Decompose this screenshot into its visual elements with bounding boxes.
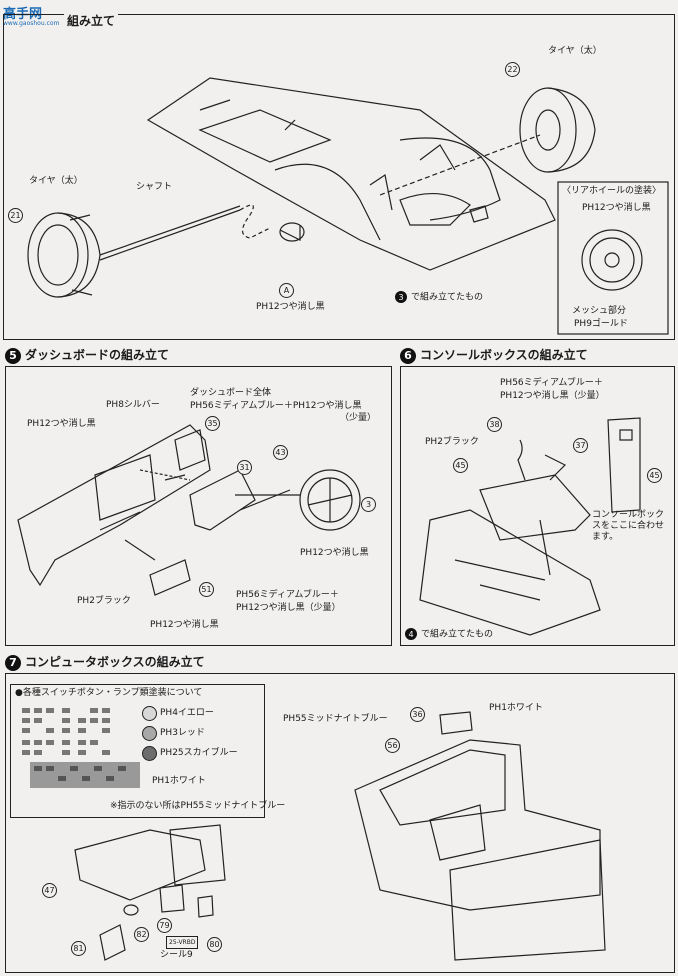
flat-black-label-3: PH12つや消し黒 <box>150 620 219 630</box>
part-79: 79 <box>157 918 172 933</box>
part-21: 21 <box>8 208 23 223</box>
legend-swatch-red <box>142 726 157 741</box>
flat-black-label: PH12つや消し黒 <box>27 419 96 429</box>
dash-whole-label: ダッシュボード全体 <box>190 388 272 398</box>
part-45-left: 45 <box>453 458 468 473</box>
legend-swatch-yellow <box>142 706 157 721</box>
part-22: 22 <box>505 62 520 77</box>
mix-label-2: PH12つや消し黒（少量） <box>236 603 341 613</box>
tire-right-label: タイヤ（太） <box>548 46 602 56</box>
seal-label: シール9 <box>160 950 193 960</box>
part-37: 37 <box>573 438 588 453</box>
step7-panel <box>5 673 675 973</box>
part-80: 80 <box>207 937 222 952</box>
flat-black-label-2: PH12つや消し黒 <box>300 548 369 558</box>
part-81: 81 <box>71 941 86 956</box>
dash-paint-label: PH56ミディアムブルー＋PH12つや消し黒 <box>190 401 362 411</box>
mix-label-1: PH56ミディアムブルー＋ <box>236 590 339 600</box>
legend-yellow: PH4イエロー <box>160 708 214 718</box>
computer-box-drawing <box>74 711 606 961</box>
part-45-right: 45 <box>647 468 662 483</box>
legend-title: ●各種スイッチボタン・ランプ類塗装について <box>15 688 203 698</box>
console-mix-2: PH12つや消し黒（少量） <box>500 391 605 401</box>
step4-panel <box>3 14 675 340</box>
midnight-label: PH55ミッドナイトブルー <box>283 714 388 724</box>
black-label: PH2ブラック <box>77 596 131 606</box>
part-36: 36 <box>410 707 425 722</box>
console-mix-1: PH56ミディアムブルー＋ <box>500 378 603 388</box>
silver-label: PH8シルバー <box>106 400 160 410</box>
tire-left-drawing <box>27 204 305 298</box>
part-47: 47 <box>42 883 57 898</box>
part-31: 31 <box>237 460 252 475</box>
rear-wheel-title: 〈リアホイールの塗装〉 <box>562 186 662 196</box>
white-label-2: PH1ホワイト <box>489 703 543 713</box>
rear-wheel-paint: PH12つや消し黒 <box>582 203 651 213</box>
part-3: 3 <box>361 497 376 512</box>
step6-panel <box>400 366 675 646</box>
rear-wheel-drawing <box>581 229 643 291</box>
console-drawing <box>419 417 641 636</box>
legend-swatch-skyblue <box>142 746 157 761</box>
dash-small-label: （少量） <box>340 413 377 423</box>
rear-wheel-inset-frame <box>557 181 669 335</box>
chassis-drawing <box>146 77 556 271</box>
legend-red: PH3レッド <box>160 728 205 738</box>
step4-title: 組み立て <box>64 12 119 29</box>
part-82: 82 <box>134 927 149 942</box>
part-43: 43 <box>273 445 288 460</box>
legend-unspecified: ※指示のない所はPH55ミッドナイトブルー <box>110 801 286 811</box>
part-38: 38 <box>487 417 502 432</box>
part-51: 51 <box>199 582 214 597</box>
legend-white: PH1ホワイト <box>152 776 206 786</box>
mesh-label: メッシュ部分 <box>572 306 627 316</box>
part-a: A <box>279 283 294 298</box>
paint-a-label: PH12つや消し黒 <box>256 302 325 312</box>
console-note: コンソールボックスをここに合わせます。 <box>592 510 665 542</box>
legend-skyblue: PH25スカイブルー <box>160 748 238 758</box>
tire-right-drawing <box>379 87 596 196</box>
step-ref-3: 3 <box>395 291 407 303</box>
shaft-label: シャフト <box>136 182 173 192</box>
dashboard-drawing <box>17 424 361 596</box>
console-black: PH2ブラック <box>425 437 479 447</box>
mesh-paint: PH9ゴールド <box>574 319 628 329</box>
seal-text: 25-VRBD <box>166 936 199 949</box>
part-56: 56 <box>385 738 400 753</box>
tire-left-label: タイヤ（太） <box>29 176 83 186</box>
legend-box <box>10 684 265 818</box>
step5-panel <box>5 366 392 646</box>
part-35: 35 <box>205 416 220 431</box>
